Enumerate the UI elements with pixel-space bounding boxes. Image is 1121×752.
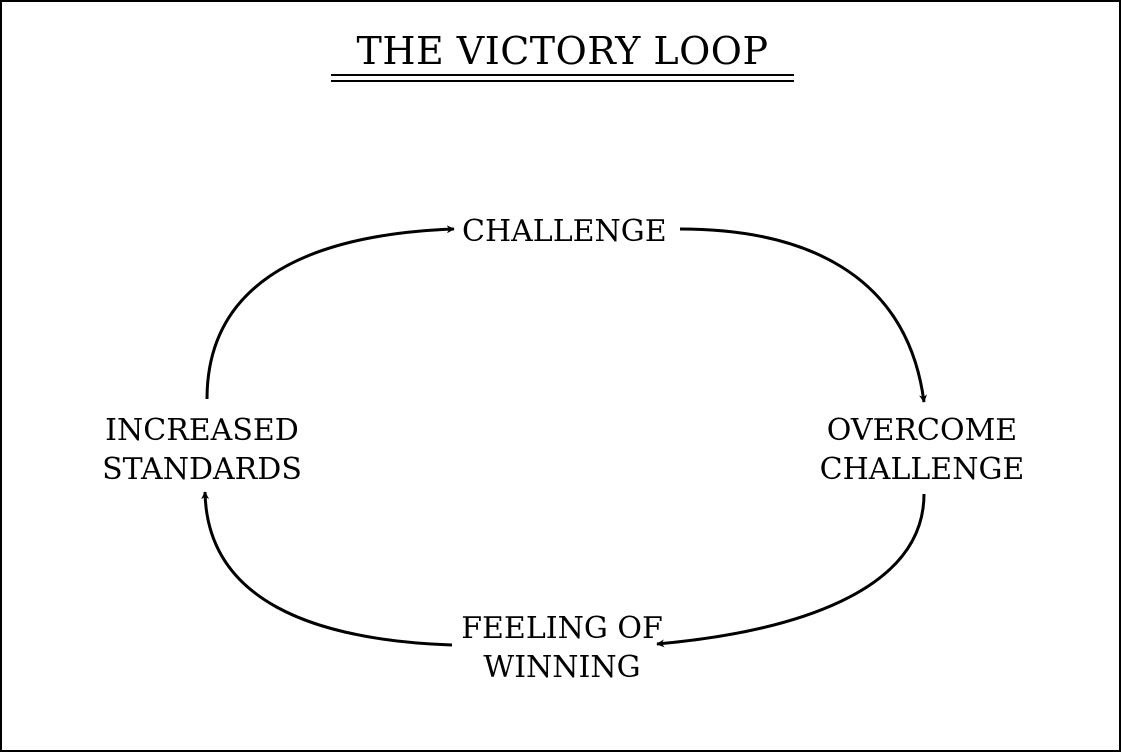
diagram-title: THE VICTORY LOOP [356, 29, 769, 73]
node-winning-line-2: WINNING [483, 650, 641, 685]
node-feeling-of-winning: FEELING OF WINNING [452, 609, 672, 687]
node-overcome-line-1: OVERCOME [826, 413, 1018, 448]
node-winning-line-1: FEELING OF [461, 611, 663, 646]
arrow-winning-to-standards [201, 491, 453, 647]
title-underline-bottom [331, 80, 794, 82]
node-standards-line-2: STANDARDS [102, 452, 302, 487]
arrow-overcome-to-winning [656, 493, 926, 648]
node-overcome-line-2: CHALLENGE [819, 452, 1025, 487]
node-increased-standards: INCREASED STANDARDS [92, 411, 312, 489]
node-challenge: CHALLENGE [462, 212, 667, 251]
node-overcome-challenge: OVERCOME CHALLENGE [812, 411, 1032, 489]
node-standards-line-1: INCREASED [105, 413, 299, 448]
arrow-standards-to-challenge [205, 225, 455, 400]
title-underline-top [331, 74, 794, 76]
arrow-challenge-to-overcome [679, 227, 928, 403]
node-challenge-line-1: CHALLENGE [462, 214, 667, 249]
